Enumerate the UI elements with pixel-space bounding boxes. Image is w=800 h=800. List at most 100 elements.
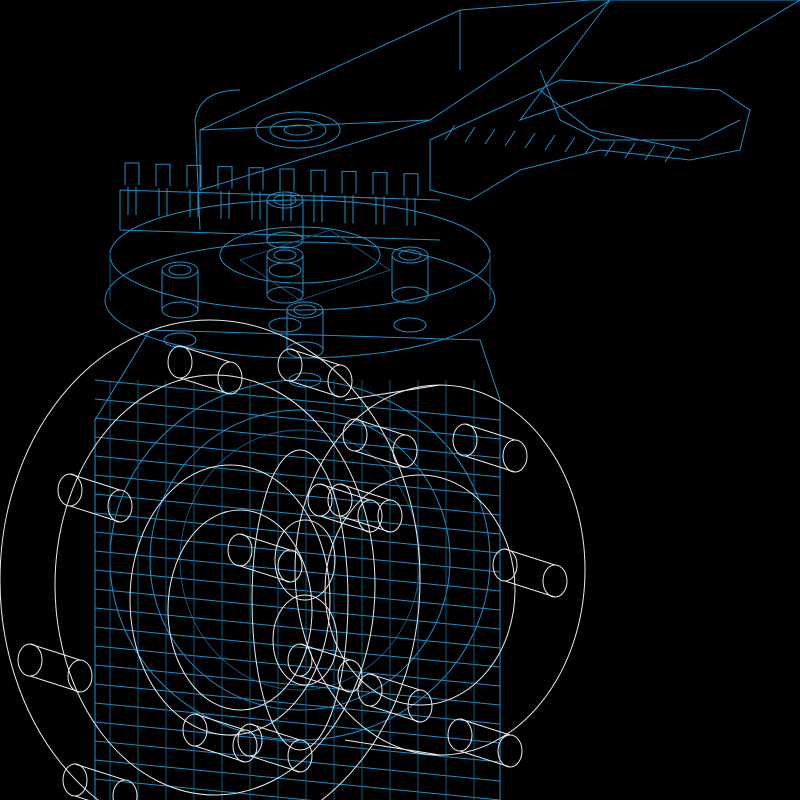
rear-flange-bolt-tail [327,364,353,398]
stem-bolt-shank [391,255,429,295]
body-bore-inner [149,409,451,711]
front-flange-bolt-shank [179,345,231,395]
plate-cap-ring-inner [269,118,327,142]
disc [251,449,349,751]
plate-notch [124,162,140,215]
handle-grip-rib [504,130,516,147]
plate-notch [341,170,357,224]
rear-flange [294,384,586,756]
stem-bolt-shank [286,310,324,350]
body-section-line [94,645,501,687]
front-flange-face [54,374,376,796]
front-flange-bolt-tail [337,659,363,693]
handle-grip-outline [429,79,751,201]
body-section-line [94,474,501,516]
stem-bolt-shank [266,255,304,295]
handle-grip-rib [524,132,536,149]
stem-bolt-shank [266,200,304,240]
rear-flange-bolt-head [342,418,368,452]
body-section-line [94,550,501,592]
handle-grip-inner [539,69,741,151]
gear-ring-hub [219,226,381,284]
body-section-line [94,721,501,763]
body-section-line [94,702,501,744]
rear-flange-bolt-head [447,718,473,752]
body-section-line [94,759,501,800]
body-section-line [94,436,501,478]
rear-flange-bolt-head [452,423,478,457]
front-flange-bolt-tail [217,361,243,395]
gear-ring-outer [109,199,491,311]
handle-grip-rib [444,124,456,141]
stem-bolt-hole [293,304,317,316]
stem-bolt-nut [163,332,197,348]
handle-grip-rib [624,142,636,159]
rear-flange-bolt-tail [407,689,433,723]
front-flange-bolt-head [287,643,313,677]
rear-flange-bolt-tail [377,499,403,533]
front-flange-bolt-tail [357,499,383,533]
front-flange-bolt-shank [194,713,246,763]
handle-grip-rib [664,146,676,163]
front-flange-bolt-tail [112,779,138,800]
front-flange-bolt-shank [319,483,371,533]
rear-flange-bolt-tail [287,739,313,773]
front-flange-bolt-shank [299,643,351,693]
handle-side-edge [199,10,461,191]
rear-flange-bolt-shank [369,673,421,723]
plate-cap-center [283,124,313,136]
disc-hub-upper [274,519,336,601]
rear-flange-bolt-head [492,548,518,582]
stem-bolt-hole [273,249,297,261]
plate-notch [372,172,388,225]
front-flange-seat [167,509,313,711]
rear-flange-bolt-head [277,348,303,382]
valve-body [94,329,501,800]
stem-bolt-base [286,341,324,359]
body-section-line [94,664,501,706]
front-flange-bolt-head [62,763,88,797]
front-flange-bolt-tail [67,659,93,693]
body-section-line [94,398,501,440]
rear-flange-bolt-shank [339,483,391,533]
rear-flange-bolt-shank [249,723,301,773]
disc-hub [272,594,338,686]
plate-cap-ring [255,111,341,149]
rear-flange-bolt-tail [542,564,568,598]
stem-bolt-base [266,286,304,304]
plate-notch [403,173,419,226]
rear-flange-edge [344,384,441,756]
body-section-line [94,740,501,782]
handle-arm-upper [518,0,800,121]
front-flange-bolt-shank [239,533,291,583]
handle-grip-rib [564,136,576,153]
handle-grip-rib [464,126,476,143]
body-section-line [94,683,501,725]
handle-grip-rib [644,144,656,161]
rear-flange-bolt-shank [504,548,556,598]
stem-bolt-hole [273,194,297,206]
body-section-line [94,588,501,630]
body-bore-liner [179,429,421,691]
plate-notch [248,167,264,220]
stem-bolt-hole [168,264,192,276]
front-flange-bolt-shank [29,643,81,693]
rear-flange-bolt-shank [289,348,341,398]
front-flange-bolt-head [57,473,83,507]
plate-notch [217,166,233,219]
disc-edge [251,449,349,751]
stem-bolt-base [161,301,199,319]
front-flange [0,319,421,800]
rear-flange-bolt-shank [459,718,511,768]
gear-ring-frame [109,229,491,301]
stem-bolts [161,191,429,388]
handle-grip-rib [544,134,556,151]
stem-bolt-shank [161,270,199,310]
rear-flange-bolt-tail [392,434,418,468]
rear-flange-bolt-tail [502,439,528,473]
stem-bolt-base [266,231,304,249]
rear-flange-bolt-shank [354,418,406,468]
front-flange-bolt-tail [277,549,303,583]
